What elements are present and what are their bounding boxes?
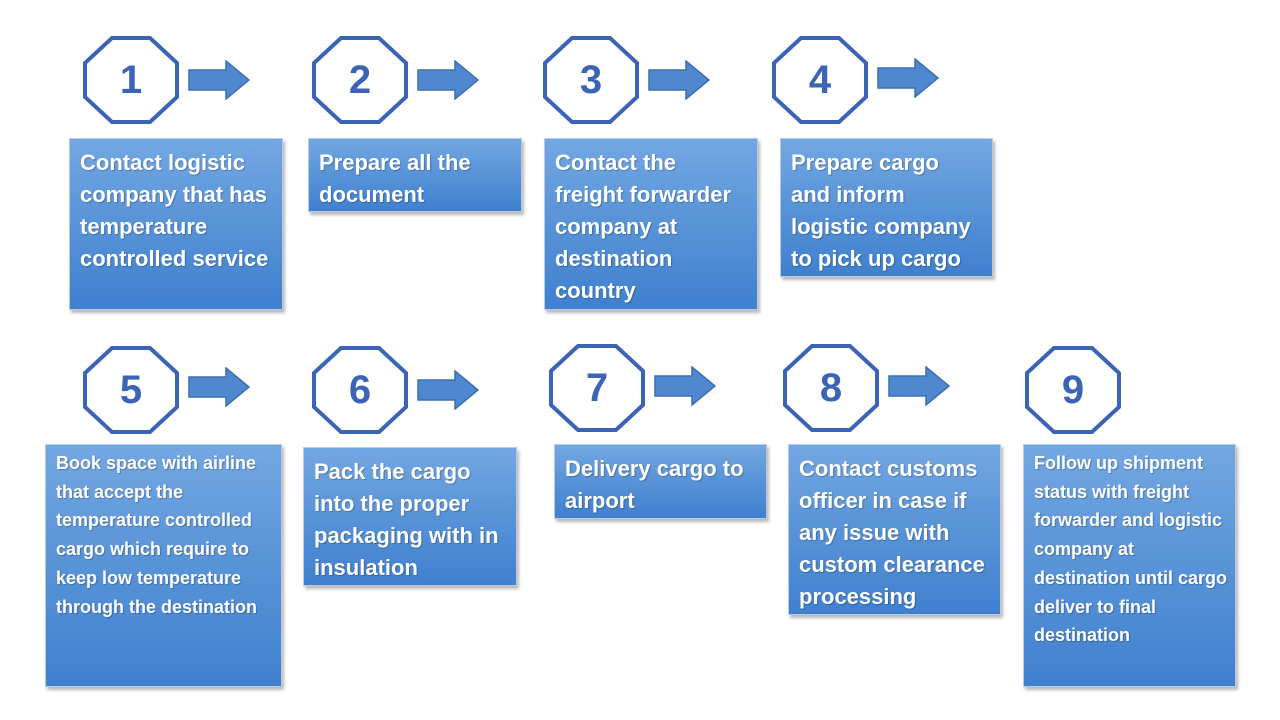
step-7-description: Delivery cargo to airport — [554, 444, 767, 519]
step-7-arrow-icon — [654, 366, 716, 406]
step-5-description: Book space with airline that accept the … — [45, 444, 282, 687]
step-1-badge: 1 — [82, 36, 180, 124]
step-4-arrow-icon — [877, 58, 939, 98]
step-3-badge: 3 — [542, 36, 640, 124]
step-7-badge: 7 — [548, 344, 646, 432]
step-1-arrow-icon — [188, 60, 250, 100]
step-5-number: 5 — [119, 368, 143, 412]
step-4-badge: 4 — [771, 36, 869, 124]
step-6-badge: 6 — [311, 346, 409, 434]
step-6-number: 6 — [348, 368, 372, 412]
step-3-arrow-icon — [648, 60, 710, 100]
step-4-description: Prepare cargo and inform logistic compan… — [780, 138, 993, 277]
step-5-arrow-icon — [188, 367, 250, 407]
step-8-badge: 8 — [782, 344, 880, 432]
step-2-description: Prepare all the document — [308, 138, 522, 212]
step-7-number: 7 — [585, 366, 609, 410]
step-6-arrow-icon — [417, 370, 479, 410]
step-3-number: 3 — [579, 58, 603, 102]
step-3-description: Contact the freight forwarder company at… — [544, 138, 758, 310]
step-1-description: Contact logistic company that has temper… — [69, 138, 283, 310]
step-8-description: Contact customs officer in case if any i… — [788, 444, 1001, 615]
step-9-badge: 9 — [1024, 346, 1122, 434]
step-9-description: Follow up shipment status with freight f… — [1023, 444, 1236, 687]
step-8-arrow-icon — [888, 366, 950, 406]
step-4-number: 4 — [808, 58, 832, 102]
step-6-description: Pack the cargo into the proper packaging… — [303, 447, 517, 586]
step-2-arrow-icon — [417, 60, 479, 100]
step-2-number: 2 — [348, 58, 372, 102]
step-5-badge: 5 — [82, 346, 180, 434]
step-2-badge: 2 — [311, 36, 409, 124]
step-9-number: 9 — [1061, 368, 1085, 412]
step-1-number: 1 — [119, 58, 143, 102]
step-8-number: 8 — [819, 366, 843, 410]
